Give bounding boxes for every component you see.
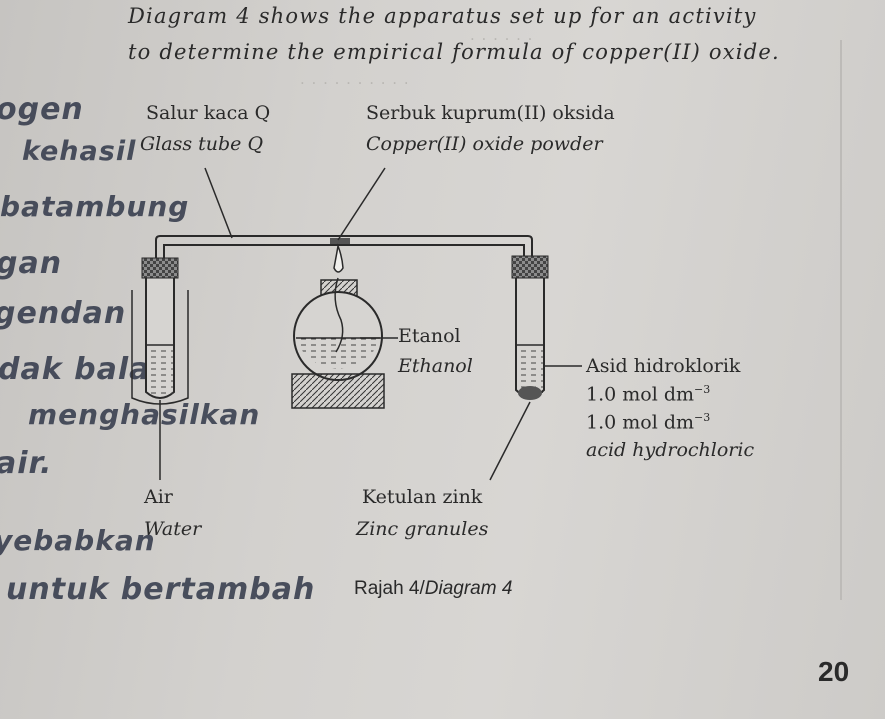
wick	[334, 277, 344, 353]
spirit-lamp	[291, 243, 385, 409]
intro-line-2: to determine the empirical formula of co…	[128, 40, 780, 64]
label-acid-en: acid hydrochloric	[586, 439, 755, 461]
label-acid-conc-2: 1.0 mol dm−3	[586, 411, 710, 433]
caption-en: Diagram 4	[424, 578, 513, 599]
acid-liquid	[517, 345, 543, 393]
handwriting-10: untuk bertambah	[6, 572, 316, 607]
acid-conc-1-exponent: −3	[694, 383, 711, 396]
label-ethanol-ms: Etanol	[398, 325, 461, 347]
leader-glass-tube	[204, 167, 233, 239]
ethanol-liquid	[296, 338, 380, 369]
label-zinc-en: Zinc granules	[356, 518, 489, 540]
acid-conc-2-exponent: −3	[694, 411, 711, 424]
page-fold-edge	[840, 40, 842, 600]
label-glass-tube-en: Glass tube Q	[140, 133, 264, 155]
cuo-powder	[330, 238, 350, 244]
water-liquid	[147, 345, 173, 395]
label-acid-conc-1: 1.0 mol dm−3	[586, 383, 710, 405]
handwriting-1: ogen	[0, 92, 84, 127]
handwriting-8: air.	[0, 446, 53, 481]
label-cuo-en: Copper(II) oxide powder	[366, 133, 603, 155]
left-stopper	[141, 257, 179, 279]
label-water-ms: Air	[144, 486, 173, 508]
label-acid-ms: Asid hidroklorik	[586, 355, 741, 377]
leader-cuo	[337, 167, 386, 241]
diagram-caption: Rajah 4/Diagram 4	[354, 578, 512, 600]
show-through-text: . . . . . .	[470, 26, 534, 44]
label-water-en: Water	[144, 518, 202, 540]
acid-conc-1-value: 1.0 mol dm	[586, 383, 695, 406]
right-stopper	[511, 255, 549, 279]
water-test-tube	[141, 257, 179, 399]
leader-lines	[159, 167, 582, 481]
handwriting-9: yebabkan	[0, 524, 156, 557]
acid-test-tube	[511, 255, 549, 400]
handwriting-7: menghasilkan	[28, 398, 261, 431]
label-glass-tube-ms: Salur kaca Q	[146, 102, 271, 124]
label-zinc-ms: Ketulan zink	[362, 486, 483, 508]
show-through-text: . . . . . . . . . .	[300, 70, 410, 88]
leader-zinc	[489, 401, 531, 481]
intro-line-1: Diagram 4 shows the apparatus set up for…	[128, 4, 757, 28]
handwriting-3: batambung	[0, 190, 190, 223]
zinc-granules	[518, 386, 542, 400]
label-cuo-ms: Serbuk kuprum(II) oksida	[366, 102, 615, 124]
flame	[333, 243, 344, 273]
handwriting-2: kehasil	[22, 136, 137, 167]
handwriting-4: gan	[0, 246, 63, 281]
handwriting-5: gendan	[0, 296, 127, 331]
caption-ms: Rajah 4/	[354, 578, 425, 599]
acid-conc-2-value: 1.0 mol dm	[586, 411, 695, 434]
lamp-stand	[291, 373, 385, 409]
label-ethanol-en: Ethanol	[398, 355, 473, 377]
page-number: 20	[818, 656, 850, 687]
handwriting-6: dak balas	[0, 352, 170, 387]
